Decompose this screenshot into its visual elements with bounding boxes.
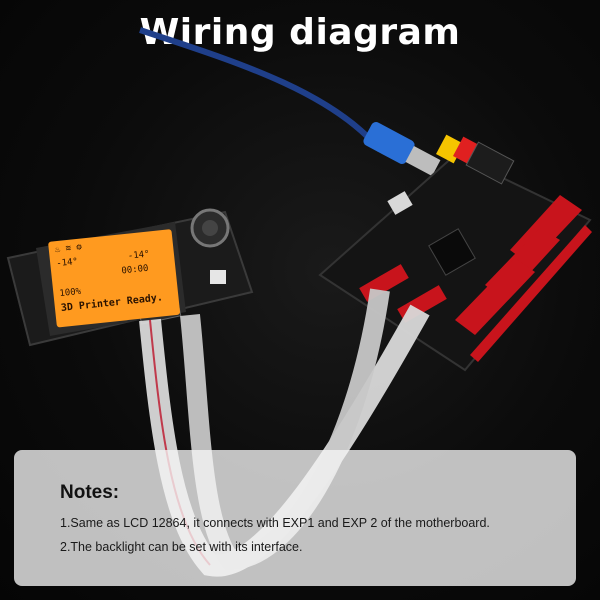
sd-slot: [387, 191, 413, 215]
encoder-shaft: [202, 220, 218, 236]
reset-button: [210, 270, 226, 284]
lcd-icons-row: ♨ ≋ ⚙: [54, 242, 83, 256]
usb-connector: [363, 122, 415, 164]
notes-panel: Notes: 1.Same as LCD 12864, it connects …: [14, 450, 576, 586]
mcu-chip: [428, 228, 476, 276]
note-item: 2.The backlight can be set with its inte…: [60, 540, 303, 554]
motherboard: [318, 134, 592, 372]
usb-cable: [139, 27, 383, 152]
terminal-block: [465, 141, 515, 185]
stepper-driver-row: [455, 258, 535, 335]
lcd-screen: ♨ ≋ ⚙ -14° -14° 00:00 100% 3D Printer Re…: [48, 229, 181, 328]
usb-plug-metal: [405, 146, 441, 176]
lcd-temp-left: -14°: [55, 257, 79, 270]
notes-heading: Notes:: [60, 482, 120, 503]
lcd-time: 00:00: [120, 263, 149, 277]
lcd-temp-right: -14°: [127, 249, 151, 262]
stepper-header-strip: [470, 225, 592, 362]
lcd-fan: 100%: [58, 286, 82, 300]
note-item: 1.Same as LCD 12864, it connects with EX…: [60, 516, 490, 530]
